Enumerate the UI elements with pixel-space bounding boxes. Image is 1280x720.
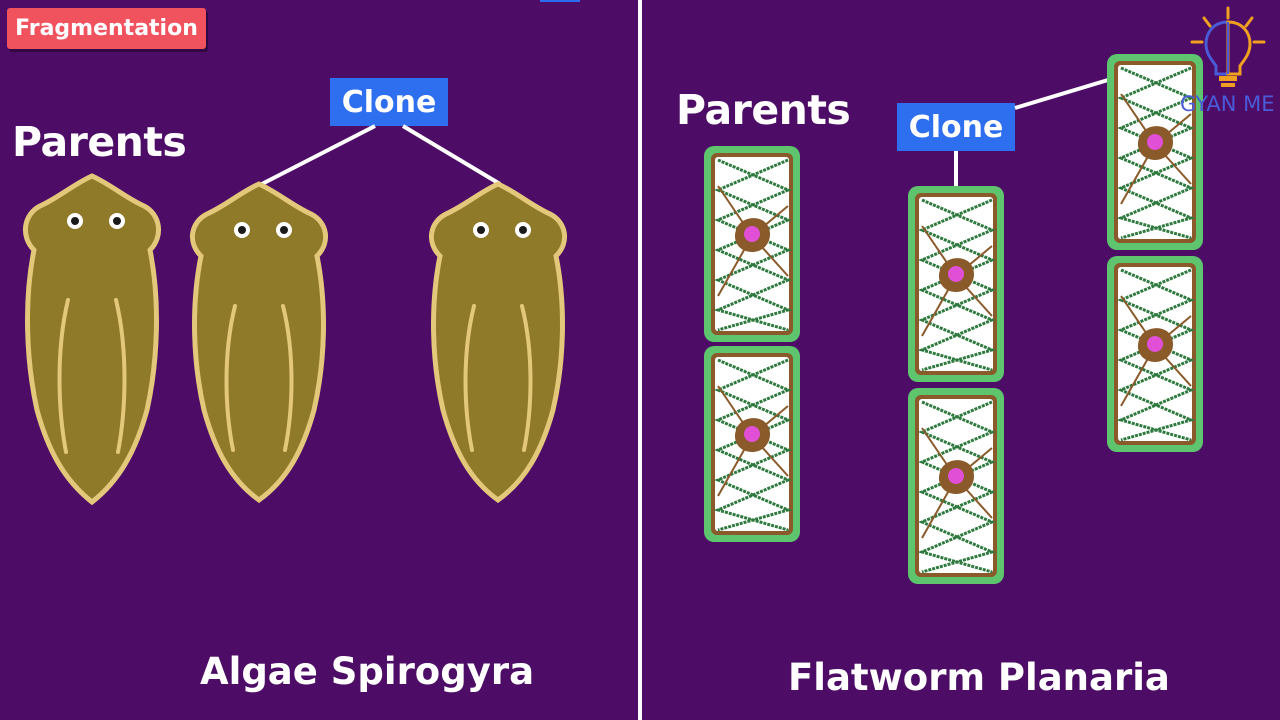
right-clone-tag: Clone bbox=[897, 103, 1015, 151]
clone1-cell-bottom bbox=[906, 386, 1006, 586]
clone2-cell-bottom bbox=[1105, 254, 1205, 454]
left-caption: Algae Spirogyra bbox=[200, 650, 535, 693]
parent-worm bbox=[23, 173, 161, 506]
parent-cell-bottom bbox=[702, 344, 802, 544]
panel-divider bbox=[638, 0, 642, 720]
left-worm-illustration bbox=[23, 124, 567, 506]
clone-worm-left bbox=[190, 181, 328, 504]
right-caption: Flatworm Planaria bbox=[788, 656, 1170, 699]
right-parents-heading: Parents bbox=[676, 86, 851, 134]
right-clone-connector bbox=[401, 124, 502, 186]
brain-bulb-icon bbox=[1190, 6, 1266, 87]
right-cell-illustration bbox=[702, 52, 1205, 586]
clone-connector-up bbox=[1014, 78, 1109, 110]
parent-cell-top bbox=[702, 144, 802, 344]
clone1-cell-top bbox=[906, 184, 1006, 384]
fragmentation-badge: Fragmentation bbox=[7, 8, 206, 49]
left-clone-tag: Clone bbox=[330, 78, 448, 126]
brand-name: GYAN ME bbox=[1180, 92, 1275, 116]
left-parents-heading: Parents bbox=[12, 118, 187, 166]
clone-worm-right bbox=[429, 181, 567, 504]
top-accent-bar bbox=[540, 0, 580, 2]
left-clone-connector bbox=[257, 124, 376, 188]
